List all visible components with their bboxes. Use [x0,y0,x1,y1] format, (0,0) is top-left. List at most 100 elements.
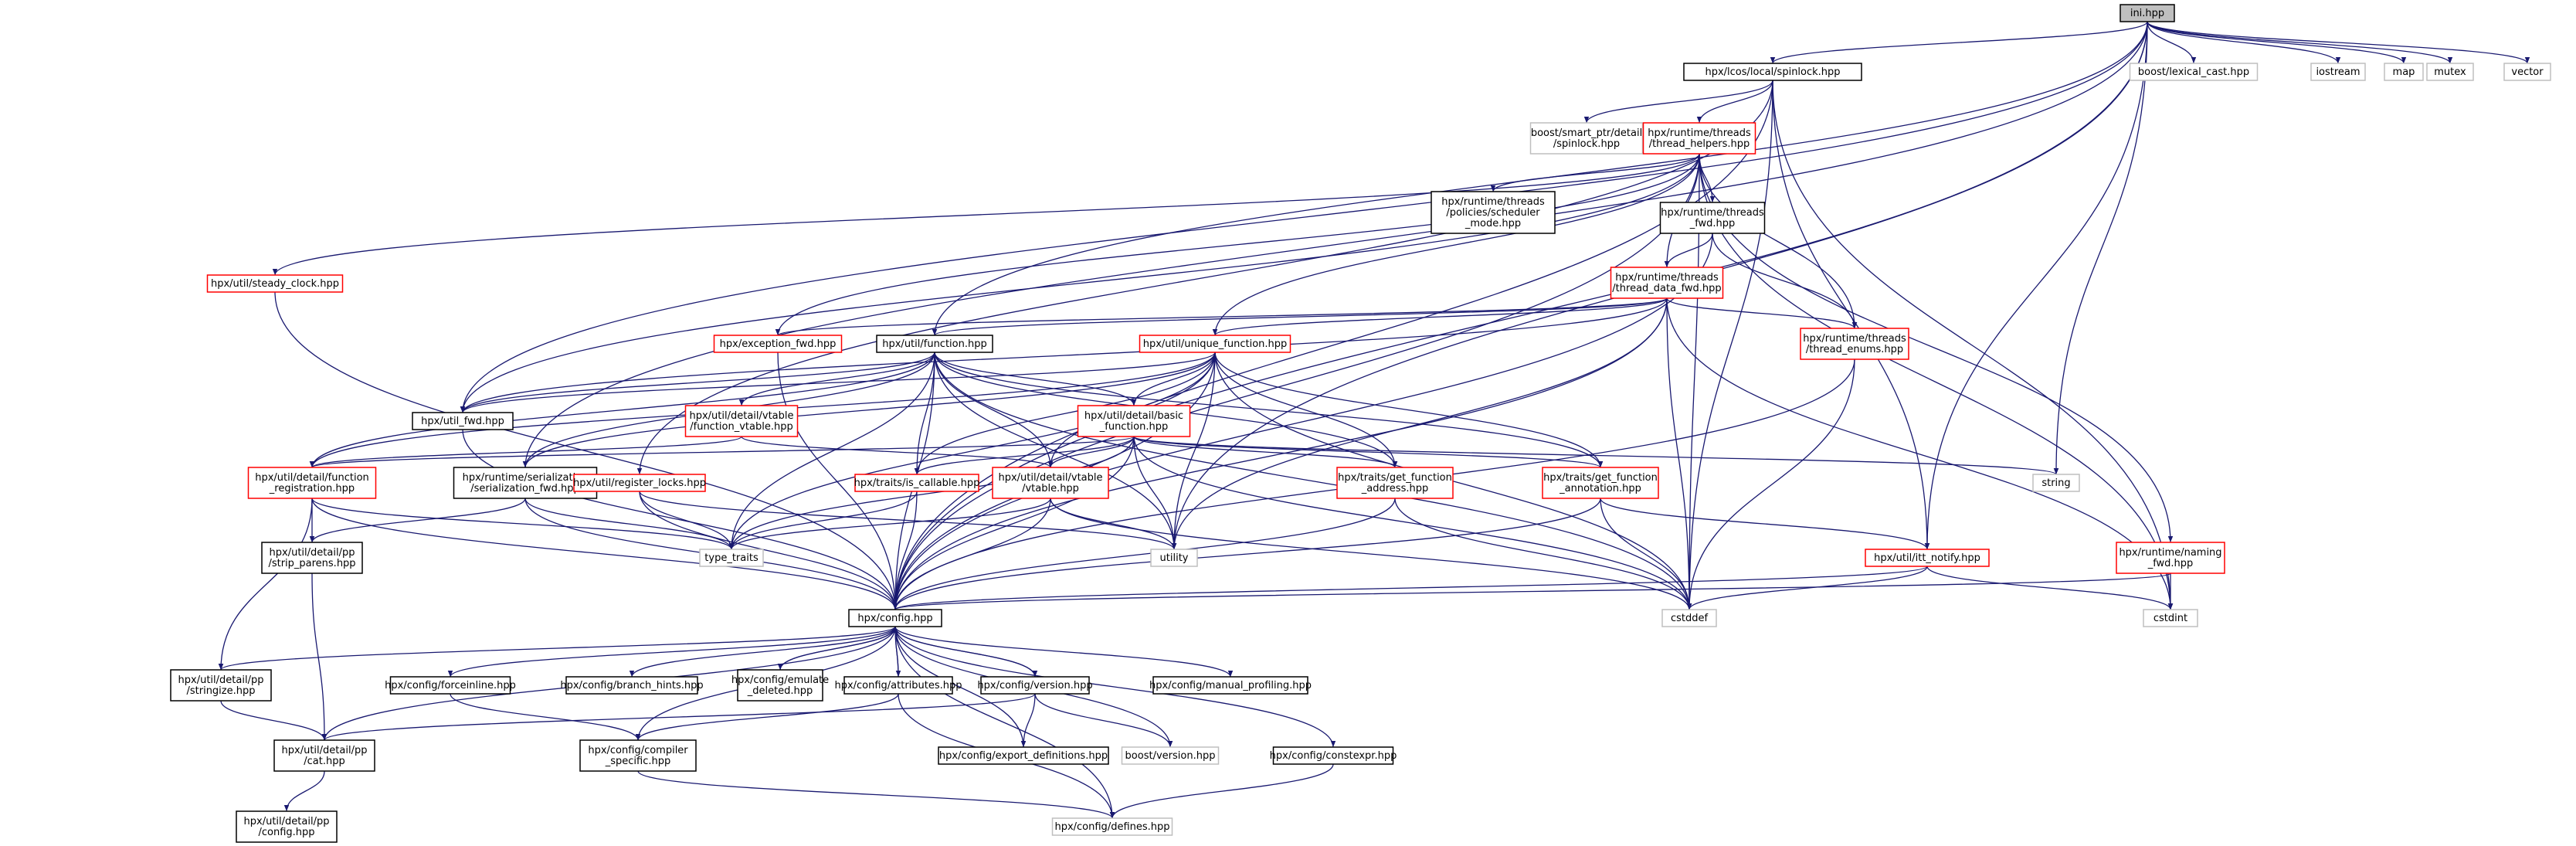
edge-ittnotify-to-config [893,566,1928,610]
node-label-line: iostream [2316,66,2360,78]
node-label-line: hpx/util/register_locks.hpp [573,477,706,489]
edge-thelpers-to-cstddef [1686,153,1700,610]
node-ittnotify[interactable]: hpx/util/itt_notify.hpp [1865,549,1990,567]
node-box [2116,542,2225,574]
node-funcreg[interactable]: hpx/util/detail/function_registration.hp… [247,467,377,499]
node-label-line: type_traits [704,552,759,564]
node-box [1642,122,1756,155]
edge-stripparens-to-ppcat [311,572,328,741]
node-label-line: ini.hpp [2130,8,2164,19]
node-cstdint: cstdint [2143,609,2198,627]
node-exportdefs[interactable]: hpx/config/export_definitions.hpp [938,746,1109,765]
edge-function-to-funcreg [309,352,935,468]
node-label-line: /stringize.hpp [186,685,255,697]
node-ini[interactable]: ini.hpp [2120,4,2175,22]
node-reglocks[interactable]: hpx/util/register_locks.hpp [573,474,706,492]
edge-serfwd-to-typetraits [524,498,735,550]
node-steady[interactable]: hpx/util/steady_clock.hpp [206,274,344,293]
edge-function-to-fvtable [738,352,935,406]
node-function[interactable]: hpx/util/function.hpp [876,335,993,353]
node-box [1431,191,1556,234]
node-version[interactable]: hpx/config/version.hpp [977,676,1093,695]
node-emulate[interactable]: hpx/config/emulate_deleted.hpp [731,669,829,702]
node-label-line: hpx/lcos/local/spinlock.hpp [1705,66,1840,78]
dependency-edges [218,21,2530,819]
node-policies[interactable]: hpx/runtime/threads/policies/scheduler_m… [1431,191,1556,234]
node-fvtable[interactable]: hpx/util/detail/vtable/function_vtable.h… [684,405,799,437]
edge-basicfunc-to-cstddef [1133,436,1692,610]
node-box [2120,4,2175,22]
node-config[interactable]: hpx/config.hpp [848,609,942,627]
node-vtable[interactable]: hpx/util/detail/vtable/vtable.hpp [992,467,1109,499]
edge-ini-to-iostream [2147,21,2341,64]
node-thelpers[interactable]: hpx/runtime/threads/thread_helpers.hpp [1642,122,1756,155]
node-label-line: boost/lexical_cast.hpp [2138,66,2249,78]
node-box [206,274,344,293]
node-map: map [2384,63,2424,81]
node-box [2310,63,2366,81]
node-lexical: boost/lexical_cast.hpp [2129,63,2259,81]
node-label-line: _mode.hpp [1464,218,1521,229]
edge-funcreg-to-config [311,498,898,610]
node-constexpr[interactable]: hpx/config/constexpr.hpp [1270,746,1397,765]
node-box [1659,202,1766,234]
edge-spinlock-to-cstdint [1772,80,2174,610]
node-getaddr[interactable]: hpx/traits/get_function_address.hpp [1336,467,1454,499]
node-label-line: hpx/config/branch_hints.hpp [560,680,703,691]
node-utilfwd[interactable]: hpx/util_fwd.hpp [412,412,514,430]
edge-config-to-stringize [219,626,896,671]
node-label-line: /policies/scheduler [1446,207,1540,219]
node-label-line: /serialization_fwd.hpp [470,483,580,494]
node-box [1152,676,1308,695]
node-label-line: hpx/config/export_definitions.hpp [939,750,1108,762]
node-getannot[interactable]: hpx/traits/get_function_annotation.hpp [1542,467,1659,499]
edge-spinlock-to-config [892,80,1773,610]
node-label-line: string [2041,477,2070,489]
node-spinlock[interactable]: hpx/lcos/local/spinlock.hpp [1683,63,1862,81]
node-iscallable[interactable]: hpx/traits/is_callable.hpp [854,474,980,492]
node-manualprof[interactable]: hpx/config/manual_profiling.hpp [1149,676,1312,695]
node-label-line: /cat.hpp [304,756,344,767]
node-namingfwd[interactable]: hpx/runtime/naming_fwd.hpp [2116,542,2225,574]
node-basicfunc[interactable]: hpx/util/detail/basic_function.hpp [1077,405,1191,437]
node-label-line: hpx/runtime/naming [2119,547,2221,559]
edge-reglocks-to-utility [639,491,1177,550]
edge-config-to-branchhints [629,626,896,678]
node-box [2384,63,2424,81]
node-box [1121,746,1220,765]
edge-getannot-to-cstddef [1600,498,1692,610]
node-serfwd[interactable]: hpx/runtime/serialization/serialization_… [453,467,598,499]
edge-tdatafwd-to-thenums [1666,297,1858,329]
edge-getannot-to-config [892,498,1601,610]
node-uniqfunc[interactable]: hpx/util/unique_function.hpp [1139,335,1291,353]
node-label-line: hpx/config/emulate [731,674,829,686]
node-box [980,676,1090,695]
node-label-line: vector [2511,66,2544,78]
node-box [170,669,272,702]
node-thenums[interactable]: hpx/runtime/threads/thread_enums.hpp [1800,328,1909,360]
node-label-line: hpx/traits/is_callable.hpp [854,477,980,489]
edge-stringize-to-ppcat [220,700,328,741]
node-ppconfig[interactable]: hpx/util/detail/pp/config.hpp [236,810,338,843]
edge-spinlock-to-reglocks [636,80,1773,475]
node-excfwd[interactable]: hpx/exception_fwd.hpp [713,335,843,353]
edge-utilfwd-to-config [462,429,898,610]
node-tdatafwd[interactable]: hpx/runtime/threads/thread_data_fwd.hpp [1610,267,1724,299]
node-label-line: hpx/util/detail/pp [244,816,330,827]
node-compspec[interactable]: hpx/config/compiler_specific.hpp [579,739,697,772]
node-branchhints[interactable]: hpx/config/branch_hints.hpp [560,676,704,695]
edge-vtable-to-typetraits [728,498,1051,550]
node-box [2503,63,2551,81]
node-forceinline[interactable]: hpx/config/forceinline.hpp [385,676,516,695]
node-label-line: hpx/config/attributes.hpp [834,680,962,691]
node-ppcat[interactable]: hpx/util/detail/pp/cat.hpp [273,739,375,772]
node-thfwd[interactable]: hpx/runtime/threads_fwd.hpp [1659,202,1766,234]
edge-uniqfunc-to-utility [1171,352,1216,550]
edge-thfwd-to-thenums [1712,233,1858,329]
node-stripparens[interactable]: hpx/util/detail/pp/strip_parens.hpp [261,542,363,574]
node-stringize[interactable]: hpx/util/detail/pp/stringize.hpp [170,669,272,702]
edge-ini-to-spinlock [1770,21,2148,64]
node-attributes[interactable]: hpx/config/attributes.hpp [834,676,962,695]
node-label-line: hpx/runtime/threads [1441,196,1545,208]
